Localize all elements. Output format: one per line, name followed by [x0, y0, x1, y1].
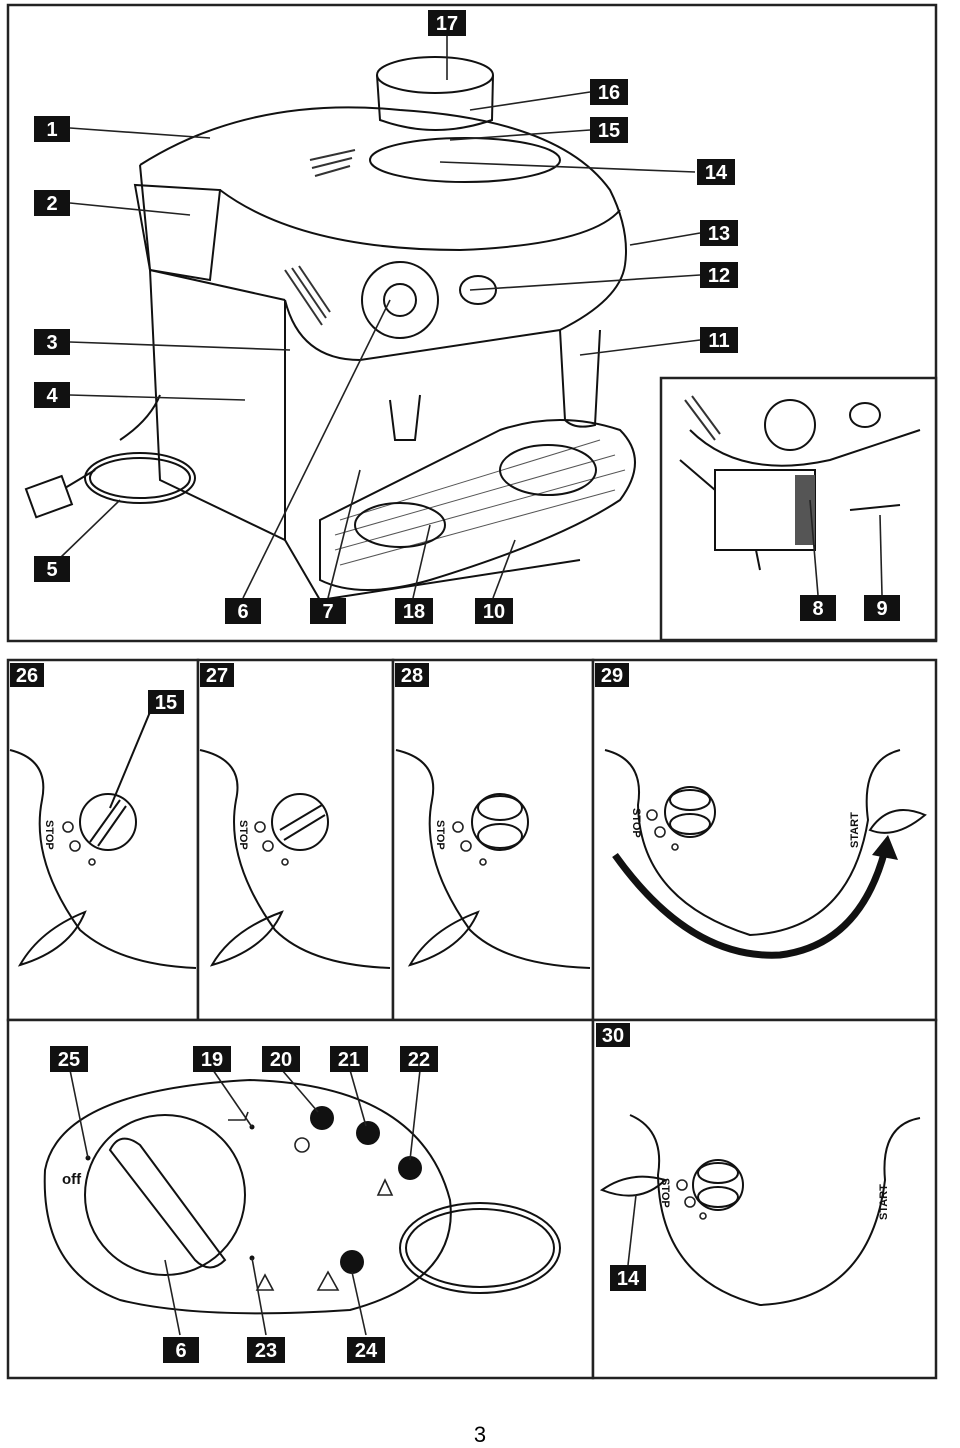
- svg-text:5: 5: [46, 559, 57, 581]
- svg-text:15: 15: [155, 692, 177, 714]
- control-panel-frame: [6, 1018, 595, 1380]
- svg-text:1: 1: [46, 119, 57, 141]
- page-number: 3: [473, 1422, 487, 1447]
- svg-text:13: 13: [708, 223, 730, 245]
- panel-29-frame: [591, 658, 938, 1022]
- main-callouts: 1 2 3 4 5 6 7 8 9 10 11 12 13 14 15 16 1…: [34, 10, 900, 624]
- svg-text:8: 8: [812, 598, 823, 620]
- espresso-machine-drawing: [24, 56, 636, 602]
- panel-29-label: 29: [595, 663, 629, 687]
- panel-27-frame: [196, 658, 395, 1022]
- svg-text:STOP: STOP: [434, 820, 446, 850]
- control-panel-drawing: off: [43, 1078, 561, 1315]
- svg-text:19: 19: [201, 1049, 223, 1071]
- svg-text:24: 24: [355, 1340, 378, 1362]
- callout-12: 12: [700, 262, 738, 288]
- panel-27-label: 27: [200, 663, 234, 687]
- svg-text:20: 20: [270, 1049, 292, 1071]
- panel-26-callout-15: 15: [148, 690, 184, 714]
- callout-8: 8: [800, 595, 836, 621]
- svg-text:21: 21: [338, 1049, 360, 1071]
- svg-text:9: 9: [876, 598, 887, 620]
- svg-text:23: 23: [255, 1340, 277, 1362]
- svg-text:30: 30: [602, 1025, 624, 1047]
- callout-2: 2: [34, 190, 70, 216]
- inset-drawing: [679, 395, 921, 571]
- panel-26-label: 26: [10, 663, 44, 687]
- callout-17: 17: [428, 10, 466, 36]
- svg-text:14: 14: [705, 162, 728, 184]
- panel-30-frame: [591, 1018, 938, 1380]
- svg-text:27: 27: [206, 665, 228, 687]
- callout-20: 20: [262, 1046, 300, 1072]
- callout-14: 14: [697, 159, 735, 185]
- callout-23: 23: [247, 1337, 285, 1363]
- panel-30-callout-14: 14: [610, 1265, 646, 1291]
- callout-11: 11: [700, 327, 738, 353]
- callout-3: 3: [34, 329, 70, 355]
- svg-text:22: 22: [408, 1049, 430, 1071]
- control-panel-callouts: 25 19 20 21 22 6 23 24: [50, 1046, 438, 1363]
- svg-text:10: 10: [483, 601, 505, 623]
- callout-10: 10: [475, 598, 513, 624]
- svg-text:START: START: [878, 1184, 890, 1220]
- callout-18: 18: [395, 598, 433, 624]
- callout-6b: 6: [163, 1337, 199, 1363]
- svg-text:4: 4: [46, 385, 58, 407]
- panel-26-drawing: STOP: [9, 711, 197, 969]
- svg-text:STOP: STOP: [43, 820, 55, 850]
- callout-19: 19: [193, 1046, 231, 1072]
- callout-7: 7: [310, 598, 346, 624]
- callout-24: 24: [347, 1337, 385, 1363]
- panel-30-drawing: STOP START: [599, 1114, 921, 1307]
- svg-text:11: 11: [708, 330, 729, 352]
- callout-22: 22: [400, 1046, 438, 1072]
- svg-text:25: 25: [58, 1049, 80, 1071]
- panel-28-drawing: STOP: [395, 749, 591, 969]
- svg-text:6: 6: [175, 1340, 186, 1362]
- svg-text:18: 18: [403, 601, 425, 623]
- svg-text:3: 3: [46, 332, 57, 354]
- control-panel-leaders: [69, 1069, 421, 1336]
- svg-text:6: 6: [237, 601, 248, 623]
- svg-text:STOP: STOP: [237, 820, 249, 850]
- svg-text:7: 7: [322, 601, 333, 623]
- svg-text:STOP: STOP: [630, 808, 642, 838]
- svg-text:STOP: STOP: [659, 1178, 671, 1208]
- callout-15: 15: [590, 117, 628, 143]
- svg-text:26: 26: [16, 665, 38, 687]
- callout-6: 6: [225, 598, 261, 624]
- panel-27-drawing: STOP: [199, 749, 391, 969]
- callout-4: 4: [34, 382, 70, 408]
- svg-text:15: 15: [598, 120, 620, 142]
- leader-lines: [59, 36, 883, 599]
- panel-labels: 26 27 28 29 15: [10, 663, 629, 714]
- callout-25: 25: [50, 1046, 88, 1072]
- panel-29-drawing: STOP START: [604, 749, 927, 959]
- panel-30-labels: 30 14: [596, 1023, 646, 1291]
- svg-text:2: 2: [46, 193, 57, 215]
- callout-9: 9: [864, 595, 900, 621]
- svg-text:17: 17: [436, 13, 458, 35]
- callout-1: 1: [34, 116, 70, 142]
- callout-5: 5: [34, 556, 70, 582]
- callout-16: 16: [590, 79, 628, 105]
- svg-text:14: 14: [617, 1268, 640, 1290]
- svg-text:START: START: [849, 812, 861, 848]
- svg-text:28: 28: [401, 665, 423, 687]
- panel-28-label: 28: [395, 663, 429, 687]
- callout-21: 21: [330, 1046, 368, 1072]
- svg-text:12: 12: [708, 265, 730, 287]
- svg-text:16: 16: [598, 82, 620, 104]
- callout-13: 13: [700, 220, 738, 246]
- panel-30-label: 30: [596, 1023, 630, 1047]
- svg-text:off: off: [62, 1171, 82, 1188]
- svg-text:29: 29: [601, 665, 623, 687]
